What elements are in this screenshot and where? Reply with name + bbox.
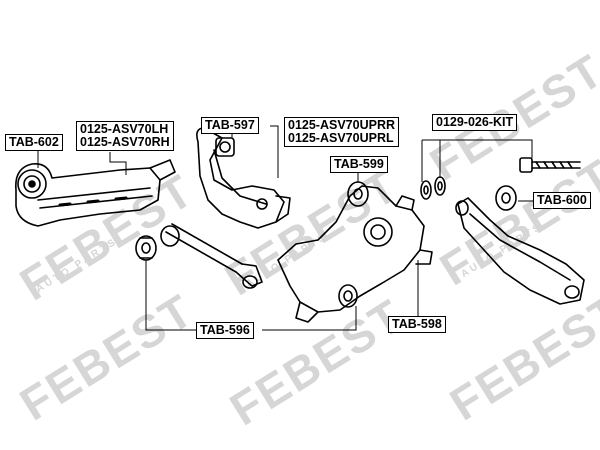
bushing-tab-598 [338, 284, 358, 308]
knuckle-part [277, 185, 433, 323]
label-kit-0129: 0129-026-KIT [432, 114, 518, 131]
upper-arm-part [196, 127, 291, 229]
label-asv70-uprl-text: 0125-ASV70UPRL [288, 131, 394, 145]
label-asv70-lh-text: 0125-ASV70LH [80, 122, 169, 136]
leader-asv70-upper [270, 125, 279, 178]
label-asv70-rh-text: 0125-ASV70RH [80, 135, 170, 149]
leader-tab-596 [145, 260, 357, 331]
label-asv70-upper: 0125-ASV70UPRR 0125-ASV70UPRL [284, 117, 399, 147]
label-tab-602: TAB-602 [5, 134, 63, 151]
lower-arm-part [455, 197, 585, 305]
bushing-tab-602 [17, 169, 47, 199]
label-tab-600: TAB-600 [533, 192, 591, 209]
leader-kit-0129 [421, 139, 533, 182]
trailing-arm-part [15, 159, 176, 227]
label-tab-596-text: TAB-596 [200, 323, 250, 337]
label-tab-599-text: TAB-599 [334, 157, 384, 171]
label-kit-0129-text: 0129-026-KIT [436, 115, 514, 129]
label-tab-596: TAB-596 [196, 322, 254, 339]
bushing-tab-600 [495, 185, 517, 211]
leader-lines [37, 125, 533, 331]
label-tab-597-text: TAB-597 [205, 118, 255, 132]
label-asv70-arm: 0125-ASV70LH 0125-ASV70RH [76, 121, 174, 151]
bushing-tab-597 [215, 137, 235, 157]
label-tab-602-text: TAB-602 [9, 135, 59, 149]
label-tab-599: TAB-599 [330, 156, 388, 173]
label-tab-597: TAB-597 [201, 117, 259, 134]
bushing-tab-596 [135, 235, 157, 261]
label-tab-598: TAB-598 [388, 316, 446, 333]
bushing-tab-599 [347, 181, 369, 207]
leader-asv70-arm [109, 152, 127, 175]
label-tab-600-text: TAB-600 [537, 193, 587, 207]
lateral-link-part [160, 223, 263, 289]
label-tab-598-text: TAB-598 [392, 317, 442, 331]
label-asv70-uprr-text: 0125-ASV70UPRR [288, 118, 395, 132]
